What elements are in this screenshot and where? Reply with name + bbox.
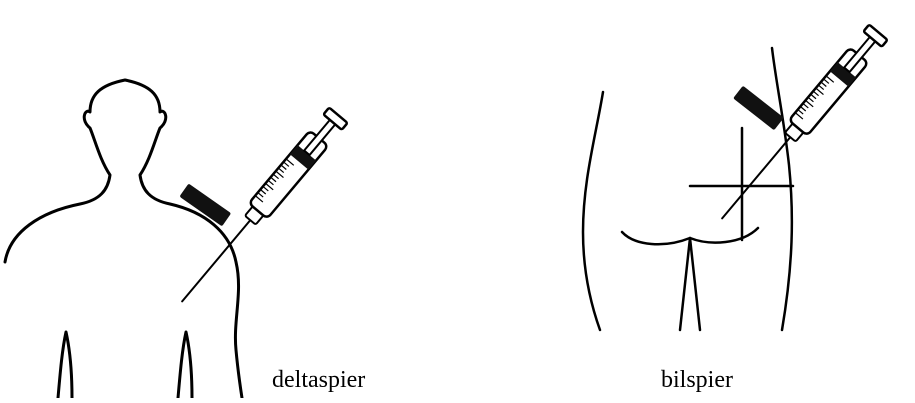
gluteal-label: bilspier bbox=[661, 368, 733, 392]
gluteal-syringe bbox=[713, 25, 888, 227]
deltoid-label: deltaspier bbox=[272, 368, 365, 392]
deltoid-syringe bbox=[173, 108, 348, 310]
upper-body-silhouette bbox=[5, 80, 242, 398]
buttocks-outline bbox=[583, 48, 793, 330]
